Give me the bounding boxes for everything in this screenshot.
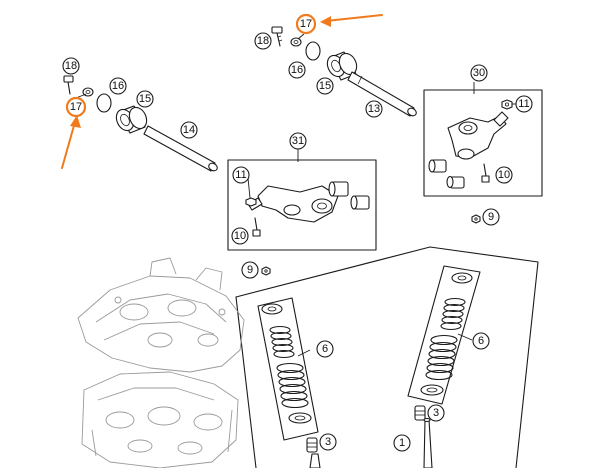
box-30-frame (423, 89, 543, 197)
inner-spring-left (269, 325, 295, 359)
svg-text:9: 9 (247, 264, 253, 276)
svg-text:17: 17 (300, 18, 312, 30)
screw-18-left (63, 75, 74, 95)
callout-14: 14 (180, 121, 198, 139)
rocker-shaft-14 (143, 125, 218, 172)
svg-text:9: 9 (488, 211, 494, 223)
callout-11-right: 11 (515, 95, 533, 113)
highlight-arrow-left (61, 121, 76, 169)
valve-seal-3-right (414, 405, 426, 421)
bushing-15-top (326, 51, 358, 81)
svg-text:11: 11 (235, 169, 246, 181)
callout-17-left: 17 (65, 96, 87, 118)
bushing-15-left (115, 105, 148, 134)
o-ring-16-left (96, 93, 112, 113)
outer-spring-right (425, 334, 458, 381)
nut-11-mid (245, 197, 257, 207)
rocker-arm-box-31 (227, 159, 377, 251)
svg-text:6: 6 (478, 335, 484, 347)
rocker-shaft-assembly-top (271, 26, 417, 117)
svg-text:18: 18 (65, 60, 77, 72)
svg-text:3: 3 (325, 436, 331, 448)
svg-text:17: 17 (70, 101, 82, 113)
rocker-roller-31 (328, 181, 370, 210)
highlight-arrowhead-left (70, 115, 81, 128)
callout-3-left: 3 (319, 433, 337, 451)
callout-10-mid: 10 (231, 227, 249, 245)
svg-text:6: 6 (322, 343, 328, 355)
svg-text:31: 31 (292, 135, 304, 147)
callout-9-right: 9 (482, 208, 500, 226)
callout-9-left: 9 (241, 261, 259, 279)
svg-text:13: 13 (368, 103, 380, 115)
valve-1 (423, 417, 433, 468)
svg-text:16: 16 (291, 64, 303, 76)
svg-text:15: 15 (139, 93, 151, 105)
svg-text:14: 14 (183, 124, 195, 136)
rocker-arm-30 (447, 111, 509, 160)
leader-lines (75, 33, 518, 357)
highlight-arrows (61, 14, 383, 169)
callout-6-right: 6 (472, 332, 490, 350)
callouts: 17 18 16 15 13 18 17 16 (62, 13, 533, 452)
callout-15-top: 15 (316, 77, 334, 95)
screw-18-top (271, 26, 283, 47)
callout-10-right: 10 (495, 166, 513, 184)
callout-1: 1 (393, 434, 411, 452)
valve-stem-left (309, 453, 321, 468)
callout-6-left: 6 (316, 340, 334, 358)
callout-17-top: 17 (295, 13, 317, 35)
o-ring-16-top (305, 41, 321, 61)
rocker-shaft-assembly-left (63, 75, 218, 172)
box-31-frame (227, 159, 377, 251)
callout-3-right: 3 (427, 404, 445, 422)
nut-11-right (501, 99, 513, 110)
callout-18-top: 18 (254, 32, 272, 50)
svg-text:11: 11 (518, 98, 529, 110)
adjust-screw-10-right (481, 163, 490, 183)
callout-16-top: 16 (288, 61, 306, 79)
adjust-screw-10-mid (252, 217, 261, 237)
nut-9-left (261, 266, 271, 276)
rocker-arm-box-30 (423, 89, 543, 197)
svg-text:18: 18 (257, 35, 269, 47)
panel-outline (235, 246, 539, 468)
callout-11-mid: 11 (232, 166, 250, 184)
svg-text:30: 30 (473, 67, 485, 79)
washer-17-top (290, 37, 302, 47)
callout-15-left: 15 (136, 90, 154, 108)
rocker-arm-31 (247, 185, 339, 223)
valve-seal-3-left (306, 437, 318, 453)
svg-text:3: 3 (433, 407, 439, 419)
valve-spring-panel (235, 246, 539, 468)
callout-18-left: 18 (62, 57, 80, 75)
callout-16-left: 16 (109, 77, 127, 95)
callout-31: 31 (289, 132, 307, 150)
rocker-shaft-13 (347, 71, 417, 117)
callout-30: 30 (470, 64, 488, 82)
svg-text:15: 15 (319, 80, 331, 92)
nut-9-right (471, 214, 481, 224)
rocker-roller-30 (428, 159, 465, 189)
svg-text:16: 16 (112, 80, 124, 92)
valve-spring-set-right (407, 265, 481, 405)
svg-text:1: 1 (399, 437, 405, 449)
highlight-arrow-top (325, 14, 383, 22)
inner-spring-right (440, 297, 466, 331)
svg-text:10: 10 (498, 169, 510, 181)
outer-spring-left (276, 362, 309, 409)
svg-text:10: 10 (234, 230, 246, 242)
highlight-arrowhead-top (320, 16, 331, 27)
callout-13: 13 (365, 100, 383, 118)
valve-spring-set-left (257, 297, 319, 441)
cylinder-head-ghost (77, 257, 245, 468)
